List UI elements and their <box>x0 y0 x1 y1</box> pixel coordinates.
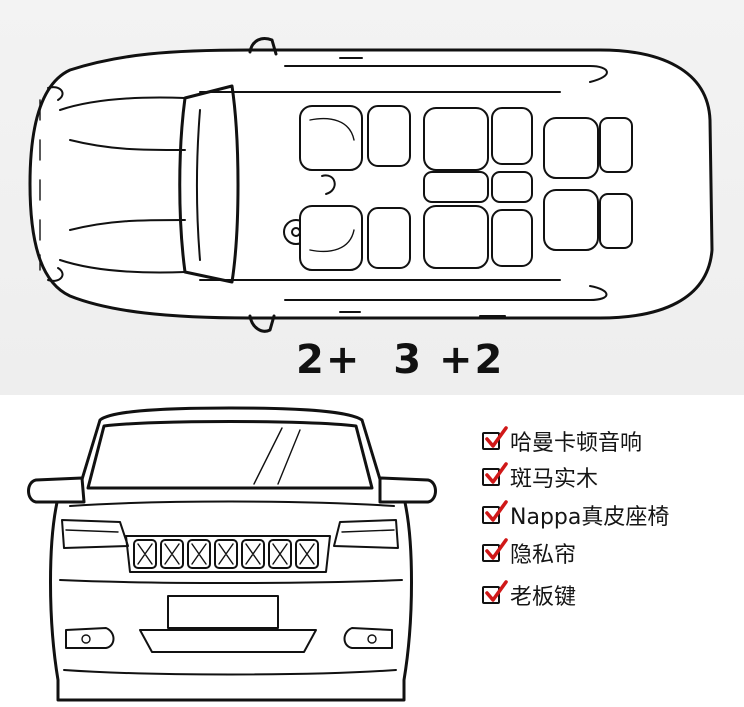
red-check-icon <box>485 580 508 602</box>
red-check-icon <box>485 500 508 522</box>
checkbox-checked-icon <box>482 462 508 486</box>
checkbox-checked-icon <box>482 538 508 562</box>
red-check-icon <box>485 462 508 484</box>
feature-label: 斑马实木 <box>510 467 599 492</box>
feature-label: 老板键 <box>510 585 577 610</box>
feature-label: Nappa真皮座椅 <box>510 505 670 530</box>
red-check-icon <box>485 538 508 560</box>
feature-item: 斑马实木 <box>482 462 732 492</box>
car-top-view <box>28 37 714 333</box>
feature-item: Nappa真皮座椅 <box>482 500 732 530</box>
feature-label: 隐私帘 <box>510 543 577 568</box>
checkbox-checked-icon <box>482 500 508 524</box>
checkbox-checked-icon <box>482 580 508 604</box>
red-check-icon <box>485 426 508 448</box>
feature-checklist: 哈曼卡顿音响 斑马实木 Nappa真皮座椅 隐私帘 老板键 <box>482 422 732 622</box>
grille <box>125 535 331 573</box>
checkbox-checked-icon <box>482 426 508 450</box>
car-front-view <box>27 406 437 702</box>
feature-item: 隐私帘 <box>482 538 732 568</box>
feature-item: 哈曼卡顿音响 <box>482 426 732 456</box>
feature-item: 老板键 <box>482 580 732 610</box>
seat-configuration-label: 2+ 3 +2 <box>296 337 505 383</box>
feature-label: 哈曼卡顿音响 <box>510 431 643 456</box>
